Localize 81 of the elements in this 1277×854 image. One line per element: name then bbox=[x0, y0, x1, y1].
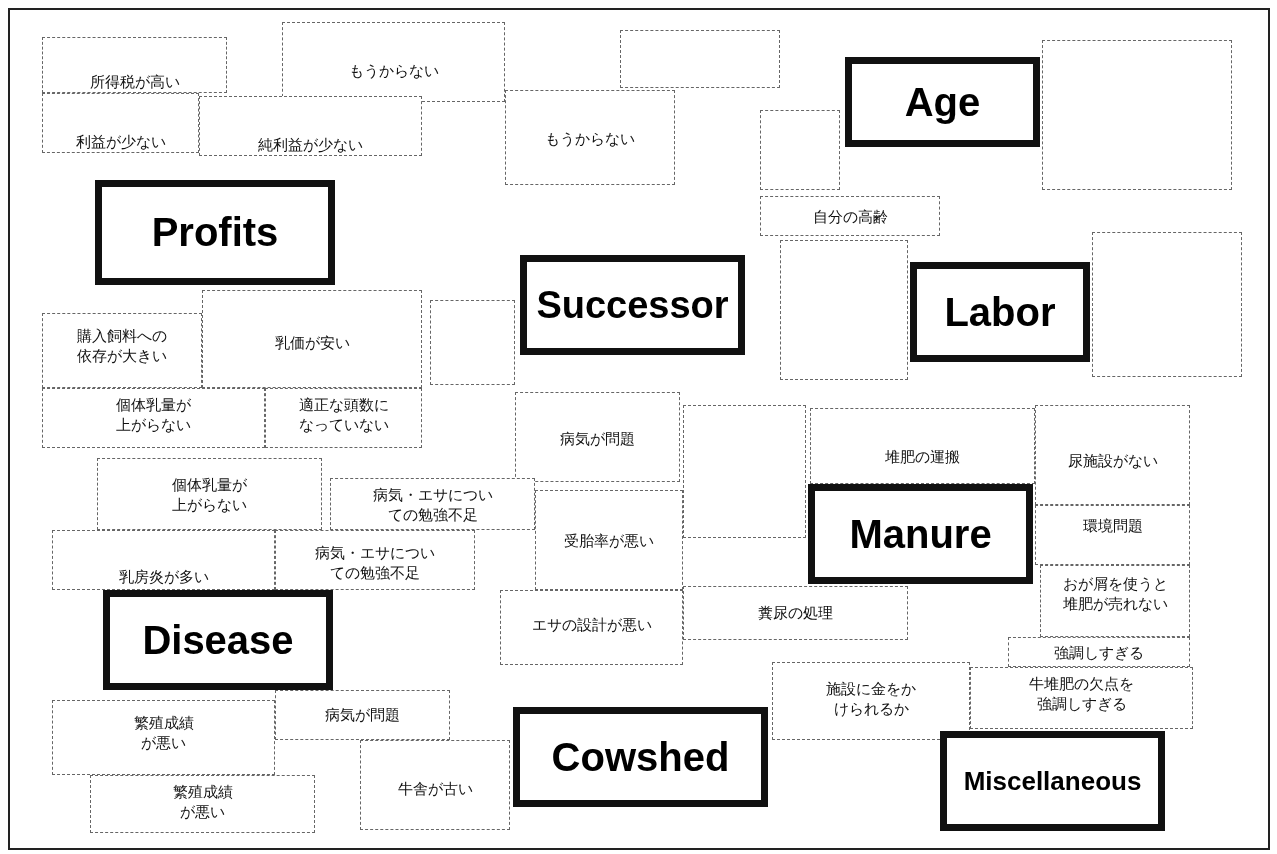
category-title: Age bbox=[904, 79, 981, 125]
card-text: おが屑を使うと堆肥が売れない bbox=[1061, 574, 1169, 615]
idea-card bbox=[1035, 405, 1190, 505]
idea-card bbox=[535, 490, 683, 590]
blank-card bbox=[1042, 40, 1232, 190]
idea-card bbox=[1040, 565, 1190, 637]
category-label-card bbox=[95, 180, 335, 285]
card-text: 病気・エサについての勉強不足 bbox=[371, 485, 494, 526]
idea-card bbox=[360, 740, 510, 830]
card-text: 適正な頭数になっていない bbox=[297, 395, 390, 436]
blank-card bbox=[620, 30, 780, 88]
blank-card bbox=[1092, 232, 1242, 377]
blank-card bbox=[780, 240, 908, 380]
idea-card bbox=[772, 662, 970, 740]
category-label-card bbox=[845, 57, 1040, 147]
category-label-card bbox=[808, 484, 1033, 584]
card-text: 環境問題 bbox=[1082, 516, 1143, 537]
card-text: 購入飼料への依存が大きい bbox=[76, 326, 168, 367]
card-text: 純利益が少ない bbox=[258, 135, 363, 156]
card-text: 乳価が安い bbox=[274, 333, 350, 354]
category-label-card bbox=[910, 262, 1090, 362]
idea-card bbox=[275, 530, 475, 590]
category-title: Profits bbox=[151, 210, 279, 255]
idea-card bbox=[42, 388, 265, 448]
card-text: 利益が少ない bbox=[75, 132, 166, 153]
category-title: Miscellaneous bbox=[963, 765, 1142, 797]
category-title: Manure bbox=[849, 511, 992, 557]
idea-card bbox=[199, 96, 422, 156]
category-title: Cowshed bbox=[551, 734, 730, 780]
category-title: Successor bbox=[536, 283, 729, 327]
card-text: 牛堆肥の欠点を強調しすぎる bbox=[1028, 674, 1135, 715]
idea-card bbox=[52, 530, 275, 590]
idea-card bbox=[42, 313, 202, 388]
card-text: 乳房炎が多い bbox=[118, 567, 209, 588]
idea-card bbox=[97, 458, 322, 530]
idea-card bbox=[90, 775, 315, 833]
card-text: 施設に金をかけられるか bbox=[825, 679, 917, 720]
category-title: Disease bbox=[142, 617, 294, 663]
idea-card bbox=[330, 478, 535, 530]
card-text: 病気・エサについての勉強不足 bbox=[314, 543, 436, 584]
category-label-card bbox=[940, 731, 1165, 831]
card-text: 糞尿の処理 bbox=[758, 603, 833, 624]
card-text: 病気が問題 bbox=[560, 429, 635, 450]
category-label-card bbox=[513, 707, 768, 807]
idea-card bbox=[760, 196, 940, 236]
blank-card bbox=[430, 300, 515, 385]
card-text: 牛舎が古い bbox=[397, 779, 473, 800]
idea-card bbox=[515, 392, 680, 482]
card-text: 堆肥の運搬 bbox=[885, 447, 960, 468]
card-text: 強調しすぎる bbox=[1054, 643, 1144, 664]
card-text: 個体乳量が上がらない bbox=[115, 395, 192, 436]
card-text: もうからない bbox=[545, 129, 635, 150]
idea-card bbox=[42, 93, 199, 153]
card-text: もうからない bbox=[348, 61, 439, 82]
blank-card bbox=[760, 110, 840, 190]
card-text: 繁殖成績が悪い bbox=[132, 713, 195, 754]
idea-card bbox=[202, 290, 422, 388]
card-text: 自分の高齢 bbox=[812, 207, 888, 228]
idea-card bbox=[1035, 505, 1190, 565]
card-text: 繁殖成績が悪い bbox=[171, 782, 234, 823]
category-label-card bbox=[520, 255, 745, 355]
card-text: 個体乳量が上がらない bbox=[171, 475, 248, 516]
card-text: エサの設計が悪い bbox=[531, 615, 652, 636]
idea-card bbox=[810, 408, 1035, 484]
card-text: 所得税が高い bbox=[89, 72, 180, 93]
idea-card bbox=[683, 586, 908, 640]
category-title: Labor bbox=[944, 289, 1056, 335]
idea-card bbox=[52, 700, 275, 775]
idea-card bbox=[275, 690, 450, 740]
idea-card bbox=[500, 590, 683, 665]
idea-card bbox=[505, 90, 675, 185]
card-text: 尿施設がない bbox=[1067, 451, 1158, 472]
idea-card bbox=[42, 37, 227, 93]
idea-card bbox=[970, 667, 1193, 729]
category-label-card bbox=[103, 590, 333, 690]
idea-card bbox=[1008, 637, 1190, 667]
blank-card bbox=[683, 405, 806, 538]
idea-card bbox=[265, 388, 422, 448]
idea-card bbox=[282, 22, 505, 102]
card-text: 病気が問題 bbox=[325, 705, 400, 726]
card-text: 受胎率が悪い bbox=[564, 531, 654, 552]
